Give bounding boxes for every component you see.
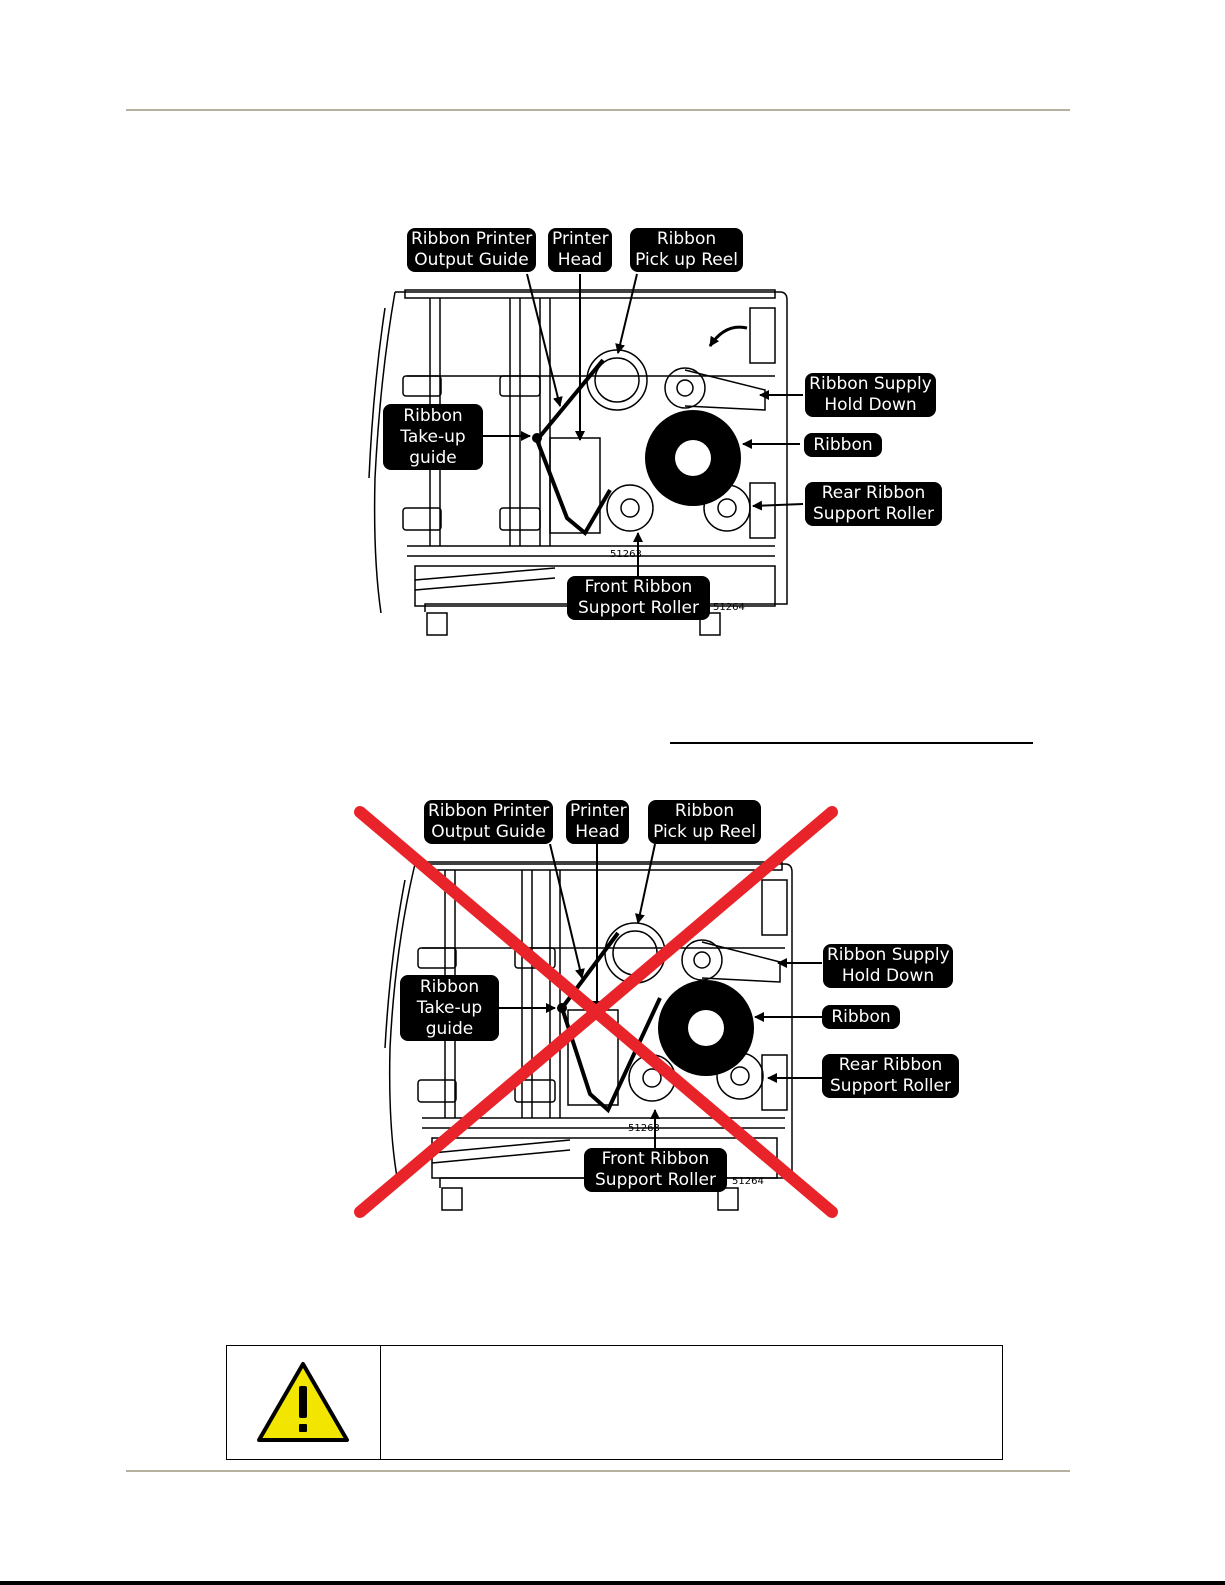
printer-diagram-incorrect: 51263 51264 xyxy=(354,806,838,1218)
warning-box xyxy=(226,1345,1003,1460)
callout-ribbon: Ribbon xyxy=(822,1005,900,1029)
text-underline xyxy=(670,742,1033,744)
warning-icon-cell xyxy=(227,1346,381,1459)
part-number-1: 51263 xyxy=(610,549,642,560)
header-rule xyxy=(126,109,1070,111)
part-number-1: 51263 xyxy=(628,1123,660,1134)
page-bottom-edge xyxy=(0,1581,1225,1585)
part-number-2: 51264 xyxy=(713,602,745,613)
callout-ribbon: Ribbon xyxy=(804,433,882,457)
footer-rule xyxy=(126,1470,1070,1472)
incorrect-cross-mark xyxy=(354,806,838,1218)
warning-triangle-icon xyxy=(257,1362,349,1442)
part-number-2: 51264 xyxy=(732,1176,764,1187)
